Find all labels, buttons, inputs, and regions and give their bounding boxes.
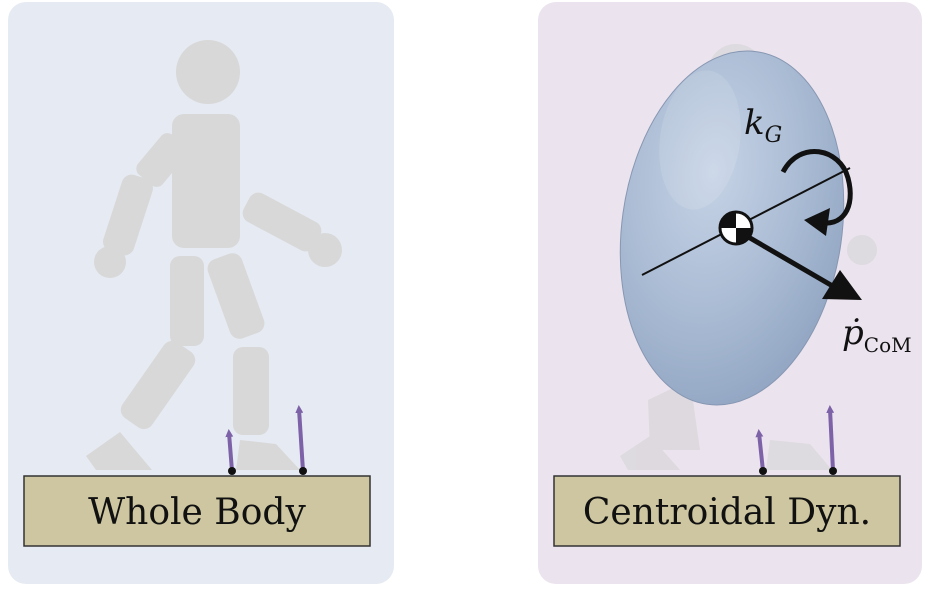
contact-point	[228, 467, 236, 475]
contact-point	[759, 467, 767, 475]
humanoid-head	[176, 40, 240, 104]
whole-body-panel: Whole Body	[8, 2, 394, 584]
humanoid-left-thigh	[170, 256, 204, 346]
humanoid-left-hand	[94, 246, 126, 278]
whole-body-label: Whole Body	[88, 492, 306, 533]
centroidal-dynamics-panel: kG ṗCoM Centroidal Dyn.	[538, 2, 922, 584]
contact-point	[299, 467, 307, 475]
humanoid-right-hand	[308, 233, 342, 267]
centroidal-dynamics-label: Centroidal Dyn.	[583, 492, 871, 533]
humanoid-torso	[172, 114, 240, 248]
contact-point	[829, 467, 837, 475]
center-of-mass-icon	[720, 212, 752, 244]
humanoid-right-shin	[233, 347, 269, 435]
